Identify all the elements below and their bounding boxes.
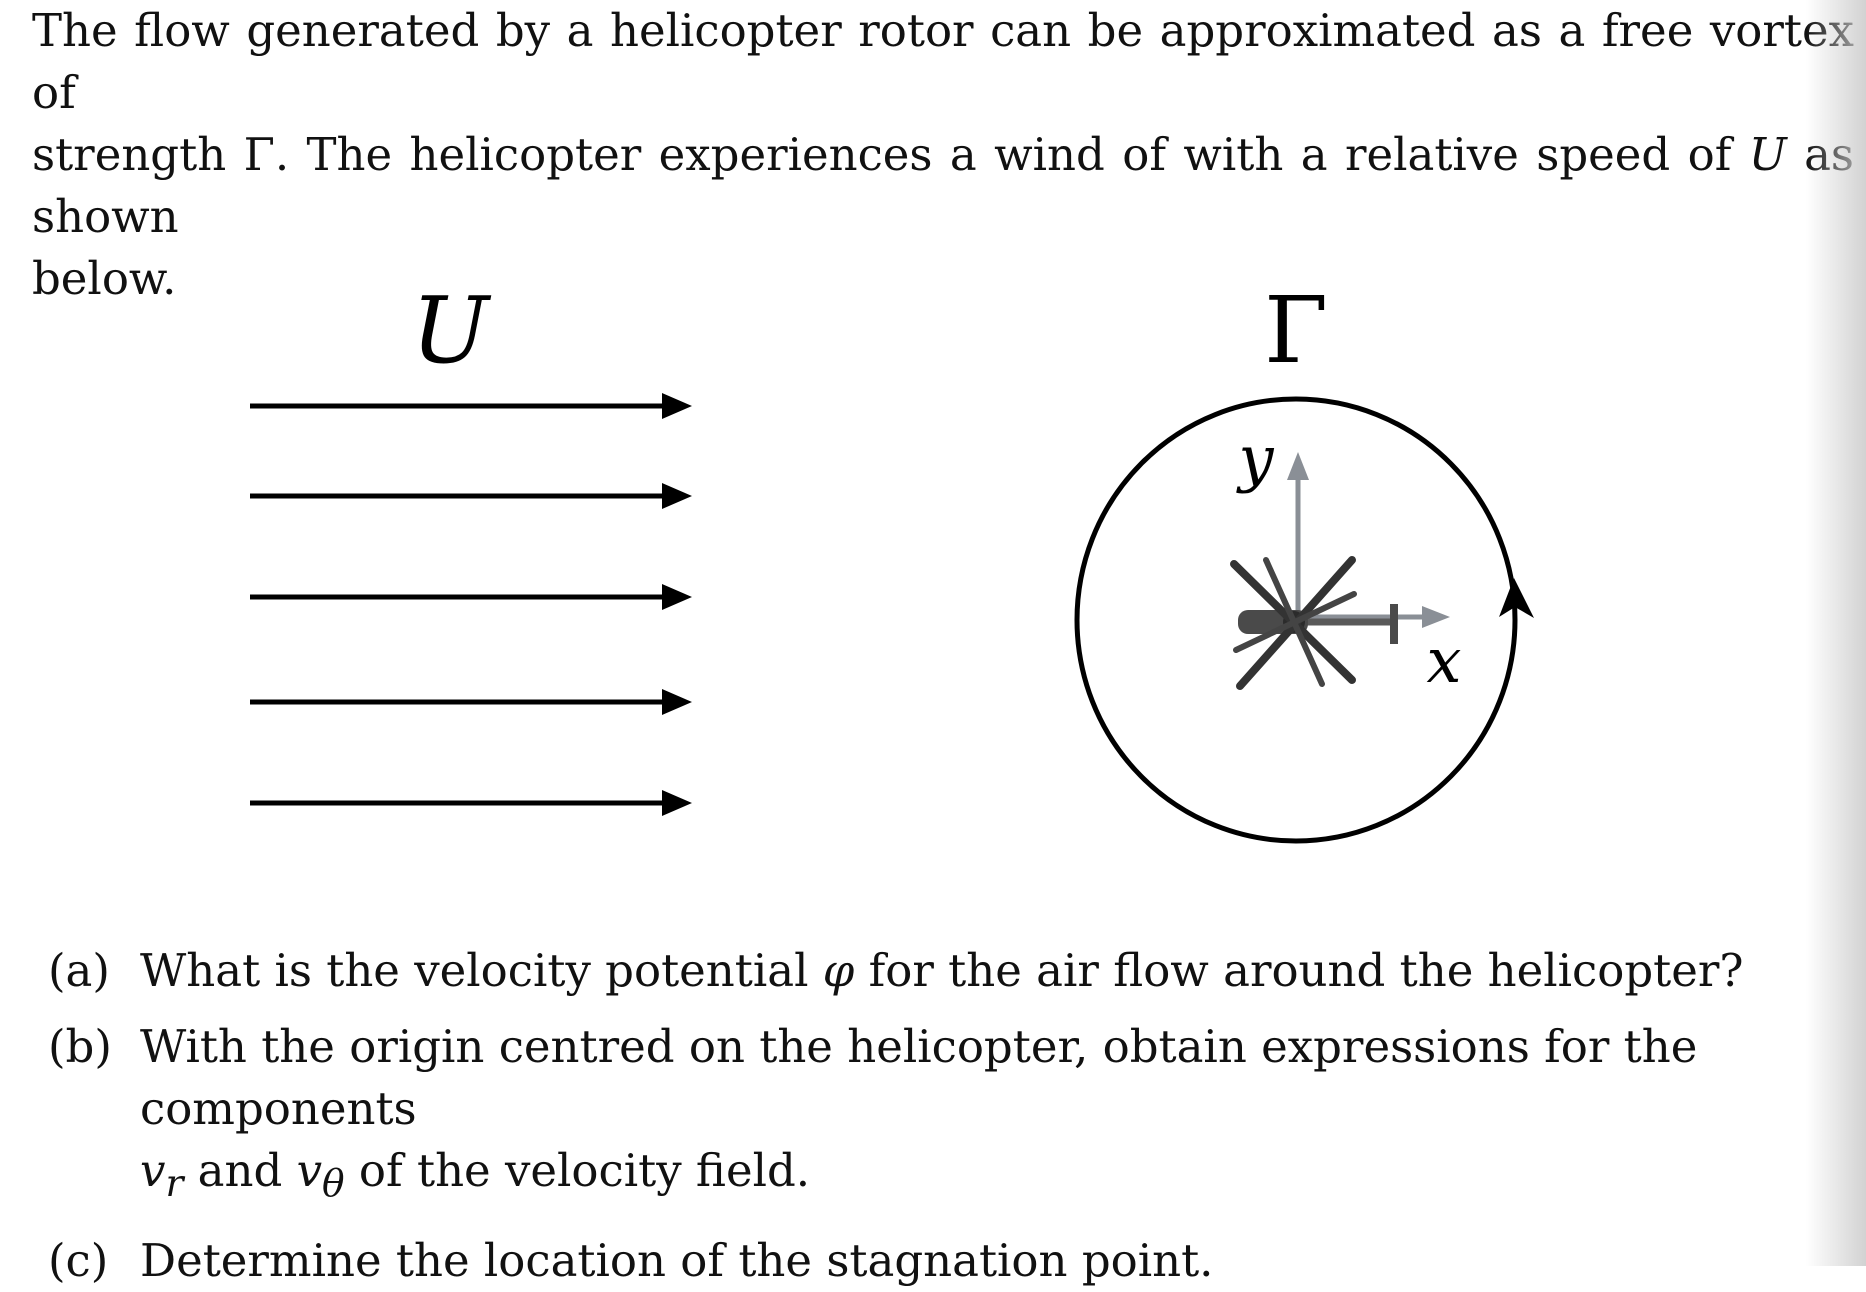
v-r-symbol: v (140, 1144, 166, 1197)
question-b: (b) With the origin centred on the helico… (40, 1016, 1860, 1214)
question-b-line-1: With the origin centred on the helicopte… (140, 1020, 1698, 1135)
question-c-text: Determine the location of the stagnation… (140, 1234, 1214, 1287)
x-axis-label: x (1427, 624, 1462, 697)
questions-list: (a) What is the velocity potential φ for … (40, 940, 1860, 1292)
v-theta-symbol: v (296, 1144, 323, 1197)
question-a-text-start: What is the velocity potential (140, 944, 823, 997)
question-a-label: (a) (48, 944, 110, 997)
intro-line-2-middle: . The helicopter experiences a wind of w… (274, 128, 1749, 181)
y-axis-arrowhead (1287, 452, 1309, 480)
wind-arrow-1 (250, 393, 692, 419)
y-axis-label: y (1235, 422, 1274, 495)
question-b-label: (b) (48, 1020, 112, 1073)
wind-speed-label: U (411, 277, 492, 384)
v-theta-subscript: θ (322, 1161, 345, 1205)
intro-line-3: below. (32, 252, 177, 305)
intro-line-1: The flow generated by a helicopter rotor… (32, 4, 1854, 119)
wind-arrows (250, 393, 692, 816)
question-a: (a) What is the velocity potential φ for … (40, 940, 1860, 1002)
question-c-label: (c) (48, 1234, 109, 1287)
question-c: (c) Determine the location of the stagnat… (40, 1230, 1860, 1292)
question-a-text-end: for the air flow around the helicopter? (854, 944, 1744, 997)
x-axis-arrowhead (1422, 606, 1450, 628)
v-r-subscript: r (165, 1161, 184, 1205)
wind-arrow-4 (250, 689, 692, 715)
question-b-text-end: of the velocity field. (344, 1144, 811, 1197)
flow-diagram: U Γ y x (250, 277, 1534, 844)
u-symbol: U (1748, 128, 1787, 181)
question-b-and: and (183, 1144, 297, 1197)
coordinate-axes (1287, 452, 1450, 628)
page-edge-shadow (1806, 0, 1866, 1266)
intro-line-2-start: strength (32, 128, 244, 181)
intro-paragraph: The flow generated by a helicopter rotor… (32, 0, 1854, 310)
wind-arrow-5 (250, 790, 692, 816)
intro-line-2: strength Γ. The helicopter experiences a… (32, 124, 1854, 248)
vortex-direction-arrowhead (1499, 578, 1534, 618)
wind-arrow-3 (250, 584, 692, 610)
helicopter-top-view-icon (1230, 556, 1398, 690)
vortex-circle (1074, 396, 1518, 844)
wind-arrow-2 (250, 483, 692, 509)
gamma-symbol: Γ (243, 128, 275, 181)
phi-symbol: φ (822, 944, 855, 997)
vortex-strength-label: Γ (1264, 277, 1328, 384)
